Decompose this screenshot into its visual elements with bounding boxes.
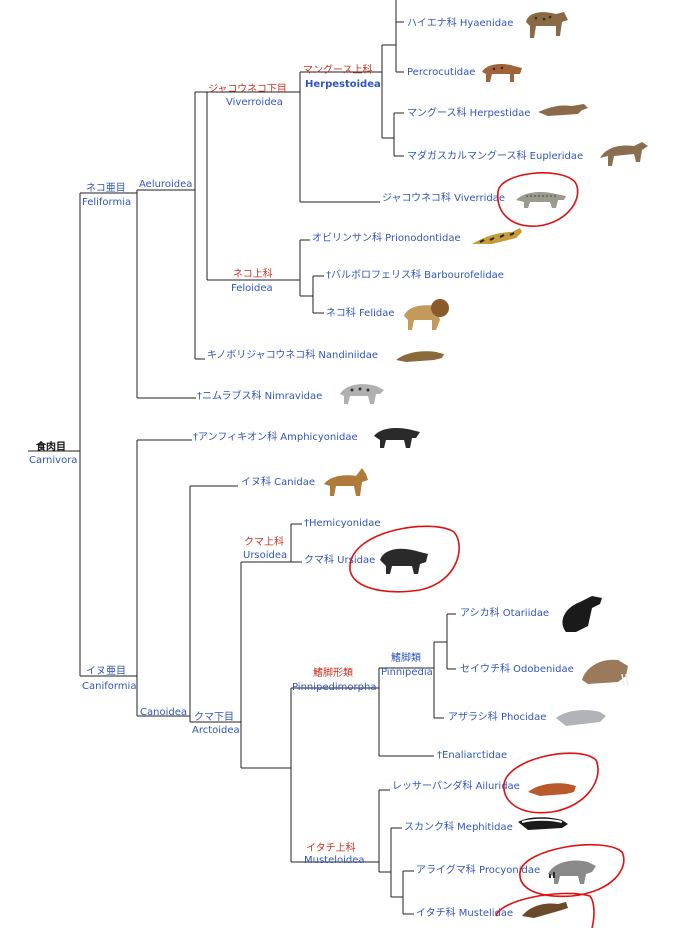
branch-felid-pair: [300, 275, 324, 314]
red-panda-icon: [528, 783, 576, 796]
sea-lion-icon: [562, 596, 602, 632]
leaf-nimravidae: †ニムラブス科 Nimravidae: [197, 389, 322, 402]
branch-viverroidea: [195, 91, 208, 280]
leaf-percrocutidae: Percrocutidae: [407, 67, 475, 78]
circle-ursidae: [349, 525, 460, 593]
highlight-circles: [349, 172, 625, 928]
leaf-amphicyonidae: †アンフィキオン科 Amphicyonidae: [193, 430, 358, 443]
clade-pinnipedimorpha-latin: Pinnipedimorpha: [292, 682, 376, 693]
leaf-odobenidae: セイウチ科 Odobenidae: [460, 662, 574, 675]
clade-pinnipedimorpha-jp: 鰭脚形類: [313, 666, 353, 679]
clade-labels: 食肉目 Carnivora ネコ亜目 Feliformia イヌ亜目 Canif…: [29, 63, 433, 866]
clade-pinnipedia-latin: Pinnipedia: [381, 667, 433, 678]
bear-dog-icon: [374, 428, 420, 448]
linsang-icon: [472, 228, 522, 244]
leaf-mustelidae: イタチ科 Mustelidae: [416, 906, 513, 919]
clade-herpestoidea-latin: Herpestoidea: [305, 79, 381, 90]
leaf-hyaenidae: ハイエナ科 Hyaenidae: [407, 16, 513, 29]
raccoon-icon: [548, 860, 596, 884]
clade-musteloidea-jp: イタチ上科: [306, 841, 356, 854]
branch-herpestoidea: [300, 45, 383, 138]
skunk-icon: [518, 817, 568, 830]
branch-pinnipedimorpha: [291, 668, 434, 757]
leaf-felidae: ネコ科 Felidae: [326, 306, 395, 319]
circle-ailuridae: [503, 752, 599, 814]
lion-icon: [404, 299, 449, 330]
percrocuta-icon: [482, 64, 522, 82]
seal-icon: [556, 710, 606, 726]
root-latin: Carnivora: [29, 455, 77, 466]
hyena-icon: [526, 12, 568, 38]
branch-arctoidea-lower: [241, 688, 292, 862]
branch-canoidea: [137, 485, 238, 722]
clade-feloidea-jp: ネコ上科: [233, 267, 273, 280]
leaf-ailuridae: レッサーパンダ科 Ailuridae: [392, 779, 520, 792]
animal-illustrations: [324, 12, 648, 918]
clade-arctoidea-latin: Arctoidea: [192, 725, 240, 736]
clade-ursoidea-jp: クマ上科: [244, 535, 284, 548]
civet-icon: [516, 192, 566, 208]
leaf-phocidae: アザラシ科 Phocidae: [448, 710, 546, 723]
bear-icon: [380, 548, 428, 574]
branch-musteloidea: [291, 789, 390, 872]
nimravid-icon: [340, 384, 384, 404]
mongoose-icon: [538, 104, 588, 116]
circle-viverridae: [497, 172, 579, 227]
leaf-labels: ハイエナ科 Hyaenidae Percrocutidae マングース科 Her…: [193, 16, 583, 919]
clade-canoidea: Canoidea: [140, 707, 187, 718]
tree-branches: [28, 0, 456, 915]
branch-feloidea: [207, 239, 310, 296]
branch-root: [28, 193, 81, 676]
branch-mustel-pair: [391, 870, 414, 915]
root-name: 食肉目: [35, 440, 66, 453]
leaf-enaliarctidae: †Enaliarctidae: [437, 750, 507, 761]
suborder-caniformia-jp: イヌ亜目: [86, 666, 126, 677]
clade-viverroidea-jp: ジャコウネコ下目: [208, 83, 287, 95]
branch-aeluroidea: [137, 92, 205, 360]
suborder-caniformia-latin: Caniformia: [82, 681, 136, 692]
leaf-procyonidae: アライグマ科 Procyonidae: [416, 863, 540, 876]
clade-pinnipedia-jp: 鰭脚類: [391, 651, 421, 664]
clade-arctoidea-jp: クマ下目: [194, 711, 234, 723]
walrus-icon: [582, 659, 629, 687]
leaf-mephitidae: スカンク科 Mephitidae: [404, 820, 513, 833]
suborder-feliformia-jp: ネコ亜目: [86, 182, 126, 194]
leaf-otariidae: アシカ科 Otariidae: [460, 606, 549, 619]
leaf-eupleridae: マダガスカルマングース科 Eupleridae: [407, 149, 583, 162]
branch-pinnipedia: [379, 642, 444, 719]
clade-ursoidea-latin: Ursoidea: [243, 550, 287, 561]
clade-viverroidea-latin: Viverroidea: [226, 97, 283, 108]
leaf-ursidae: クマ科 Ursidae: [304, 553, 375, 566]
branch-otariid-pair: [434, 613, 456, 670]
branch-herpest-pair: [382, 112, 404, 157]
branch-hyaenid-pair: [382, 0, 404, 73]
clade-aeluroidea: Aeluroidea: [139, 179, 192, 190]
branch-ursoidea: [241, 523, 302, 563]
leaf-herpestidae: マングース科 Herpestidae: [407, 106, 531, 119]
fossa-icon: [600, 142, 648, 166]
branch-arctoidea: [190, 562, 242, 768]
palm-civet-icon: [396, 351, 444, 362]
circle-procyonidae: [519, 843, 625, 898]
circle-mustelidae: [495, 892, 595, 928]
weasel-icon: [522, 902, 568, 918]
clade-feloidea-latin: Feloidea: [231, 283, 273, 294]
jackal-icon: [324, 468, 368, 496]
leaf-hemicyonidae: †Hemicyonidae: [304, 518, 380, 529]
leaf-barbourofelidae: †バルボロフェリス科 Barbourofelidae: [326, 268, 504, 281]
leaf-prionodontidae: オビリンサン科 Prionodontidae: [312, 231, 461, 244]
branch-viverroidea-sub: [207, 72, 380, 203]
suborder-feliformia-latin: Feliformia: [82, 197, 131, 208]
clade-herpestoidea-jp: マングース上科: [303, 63, 373, 76]
branch-mustel-sub: [379, 827, 402, 897]
clade-musteloidea-latin: Musteloidea: [304, 855, 365, 866]
branch-feliformia: [80, 190, 196, 399]
leaf-viverridae: ジャコウネコ科 Viverridae: [382, 191, 505, 204]
leaf-canidae: イヌ科 Canidae: [241, 475, 315, 488]
leaf-nandiniidae: キノボリジャコウネコ科 Nandiniidae: [207, 348, 378, 361]
branch-caniformia: [80, 439, 192, 716]
